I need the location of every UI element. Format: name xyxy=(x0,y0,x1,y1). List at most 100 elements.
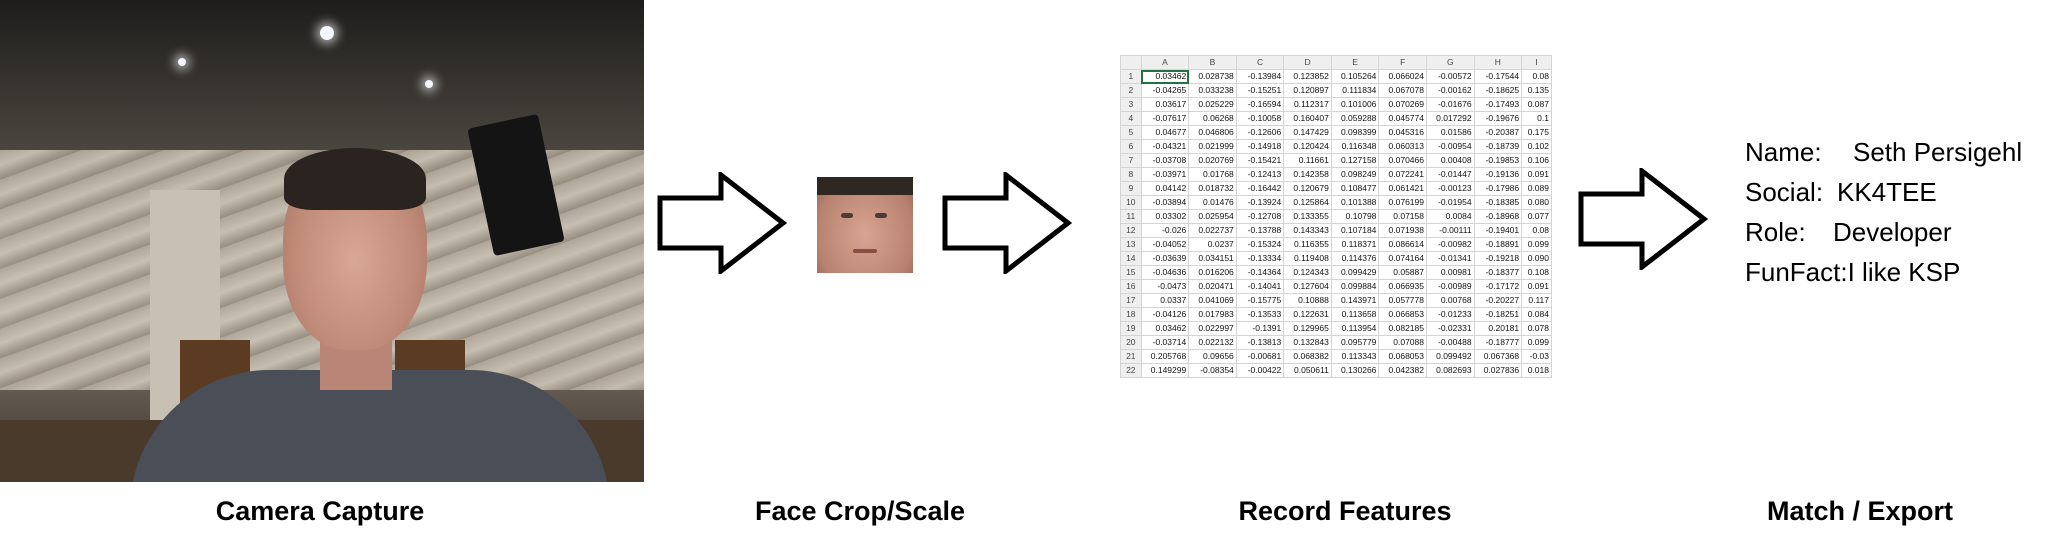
table-cell[interactable]: 0.045316 xyxy=(1378,125,1427,140)
table-cell[interactable]: 0.149299 xyxy=(1140,363,1190,378)
table-cell[interactable]: 0.025229 xyxy=(1188,97,1237,112)
table-cell[interactable]: 0.041069 xyxy=(1188,293,1237,308)
table-cell[interactable]: 0.01768 xyxy=(1188,167,1237,182)
table-cell[interactable]: -0.18625 xyxy=(1473,83,1523,98)
table-cell[interactable]: -0.13334 xyxy=(1235,251,1285,266)
table-cell[interactable]: 0.01476 xyxy=(1188,195,1237,210)
table-cell[interactable]: 0.130266 xyxy=(1330,363,1380,378)
table-cell[interactable]: -0.00989 xyxy=(1425,279,1475,294)
table-cell[interactable]: -0.13533 xyxy=(1235,307,1285,322)
column-header[interactable]: B xyxy=(1188,55,1237,70)
table-cell[interactable]: -0.03714 xyxy=(1140,335,1190,350)
table-cell[interactable]: 0.057778 xyxy=(1378,293,1427,308)
table-cell[interactable]: 0.04677 xyxy=(1140,125,1190,140)
table-cell[interactable]: -0.00488 xyxy=(1425,335,1475,350)
table-cell[interactable]: 0.119408 xyxy=(1283,251,1332,266)
table-cell[interactable]: 0.105264 xyxy=(1330,69,1380,84)
table-cell[interactable]: -0.12606 xyxy=(1235,125,1285,140)
table-cell[interactable]: -0.15775 xyxy=(1235,293,1285,308)
table-cell[interactable]: 0.034151 xyxy=(1188,251,1237,266)
table-cell[interactable]: -0.18739 xyxy=(1473,139,1523,154)
row-header[interactable]: 13 xyxy=(1120,237,1142,252)
table-cell[interactable]: 0.070466 xyxy=(1378,153,1427,168)
table-cell[interactable]: 0.09656 xyxy=(1188,349,1237,364)
row-header[interactable]: 7 xyxy=(1120,153,1142,168)
table-cell[interactable]: 0.108477 xyxy=(1330,181,1380,196)
table-cell[interactable]: -0.04126 xyxy=(1140,307,1190,322)
table-cell[interactable]: 0.099492 xyxy=(1425,349,1475,364)
table-cell[interactable]: 0.022737 xyxy=(1188,223,1237,238)
table-cell[interactable]: 0.059288 xyxy=(1330,111,1380,126)
table-cell[interactable]: 0.113343 xyxy=(1330,349,1380,364)
table-cell[interactable]: -0.19401 xyxy=(1473,223,1523,238)
table-cell[interactable]: 0.016206 xyxy=(1188,265,1237,280)
row-header[interactable]: 1 xyxy=(1120,69,1142,84)
table-cell[interactable]: -0.04636 xyxy=(1140,265,1190,280)
table-cell[interactable]: 0.046806 xyxy=(1188,125,1237,140)
row-header[interactable]: 2 xyxy=(1120,83,1142,98)
table-cell[interactable]: 0.098249 xyxy=(1330,167,1380,182)
table-cell[interactable]: 0.098399 xyxy=(1330,125,1380,140)
table-cell[interactable]: -0.20387 xyxy=(1473,125,1523,140)
table-cell[interactable]: 0.095779 xyxy=(1330,335,1380,350)
column-header[interactable]: E xyxy=(1330,55,1380,70)
table-cell[interactable]: 0.068053 xyxy=(1378,349,1427,364)
table-cell[interactable]: -0.18891 xyxy=(1473,237,1523,252)
table-cell[interactable]: 0.132843 xyxy=(1283,335,1332,350)
table-cell[interactable]: 0.099 xyxy=(1521,237,1552,252)
table-cell[interactable]: 0.120424 xyxy=(1283,139,1332,154)
table-cell[interactable]: -0.01233 xyxy=(1425,307,1475,322)
table-cell[interactable]: 0.116355 xyxy=(1283,237,1332,252)
row-header[interactable]: 18 xyxy=(1120,307,1142,322)
row-header[interactable]: 6 xyxy=(1120,139,1142,154)
row-header[interactable]: 10 xyxy=(1120,195,1142,210)
table-cell[interactable]: -0.14918 xyxy=(1235,139,1285,154)
table-cell[interactable]: -0.03708 xyxy=(1140,153,1190,168)
table-cell[interactable]: 0.124343 xyxy=(1283,265,1332,280)
table-cell[interactable]: -0.12708 xyxy=(1235,209,1285,224)
table-cell[interactable]: -0.18385 xyxy=(1473,195,1523,210)
table-cell[interactable]: 0.125864 xyxy=(1283,195,1332,210)
table-cell[interactable]: 0.018732 xyxy=(1188,181,1237,196)
table-cell[interactable]: 0.123852 xyxy=(1283,69,1332,84)
table-cell[interactable]: 0.028738 xyxy=(1188,69,1237,84)
table-cell[interactable]: -0.13788 xyxy=(1235,223,1285,238)
table-cell[interactable]: 0.20181 xyxy=(1473,321,1523,336)
row-header[interactable]: 22 xyxy=(1120,363,1142,378)
table-cell[interactable]: -0.00111 xyxy=(1425,223,1475,238)
table-cell[interactable]: 0.129965 xyxy=(1283,321,1332,336)
table-cell[interactable]: 0.127604 xyxy=(1283,279,1332,294)
table-cell[interactable]: 0.133355 xyxy=(1283,209,1332,224)
row-header[interactable]: 9 xyxy=(1120,181,1142,196)
table-cell[interactable]: -0.19676 xyxy=(1473,111,1523,126)
table-cell[interactable]: -0.17986 xyxy=(1473,181,1523,196)
table-cell[interactable]: 0.07158 xyxy=(1378,209,1427,224)
table-cell[interactable]: -0.13813 xyxy=(1235,335,1285,350)
table-cell[interactable]: 0.0237 xyxy=(1188,237,1237,252)
table-cell[interactable]: 0.101388 xyxy=(1330,195,1380,210)
table-cell[interactable]: 0.05887 xyxy=(1378,265,1427,280)
table-cell[interactable]: 0.082693 xyxy=(1425,363,1475,378)
table-cell[interactable]: -0.04321 xyxy=(1140,139,1190,154)
table-cell[interactable]: 0.10888 xyxy=(1283,293,1332,308)
row-header[interactable]: 5 xyxy=(1120,125,1142,140)
table-cell[interactable]: 0.066935 xyxy=(1378,279,1427,294)
table-cell[interactable]: -0.03971 xyxy=(1140,167,1190,182)
table-cell[interactable]: 0.01586 xyxy=(1425,125,1475,140)
table-cell[interactable]: -0.19136 xyxy=(1473,167,1523,182)
table-cell[interactable]: 0.112317 xyxy=(1283,97,1332,112)
row-header[interactable]: 19 xyxy=(1120,321,1142,336)
table-cell[interactable]: 0.143971 xyxy=(1330,293,1380,308)
table-cell[interactable]: 0.068382 xyxy=(1283,349,1332,364)
table-cell[interactable]: -0.17172 xyxy=(1473,279,1523,294)
column-header[interactable]: I xyxy=(1521,55,1552,70)
table-cell[interactable]: -0.18377 xyxy=(1473,265,1523,280)
table-cell[interactable]: -0.16442 xyxy=(1235,181,1285,196)
table-cell[interactable]: 0.042382 xyxy=(1378,363,1427,378)
table-cell[interactable]: 0.147429 xyxy=(1283,125,1332,140)
table-cell[interactable]: 0.017983 xyxy=(1188,307,1237,322)
table-cell[interactable]: 0.0084 xyxy=(1425,209,1475,224)
table-cell[interactable]: 0.00768 xyxy=(1425,293,1475,308)
table-cell[interactable]: 0.160407 xyxy=(1283,111,1332,126)
table-cell[interactable]: 0.08 xyxy=(1521,69,1552,84)
